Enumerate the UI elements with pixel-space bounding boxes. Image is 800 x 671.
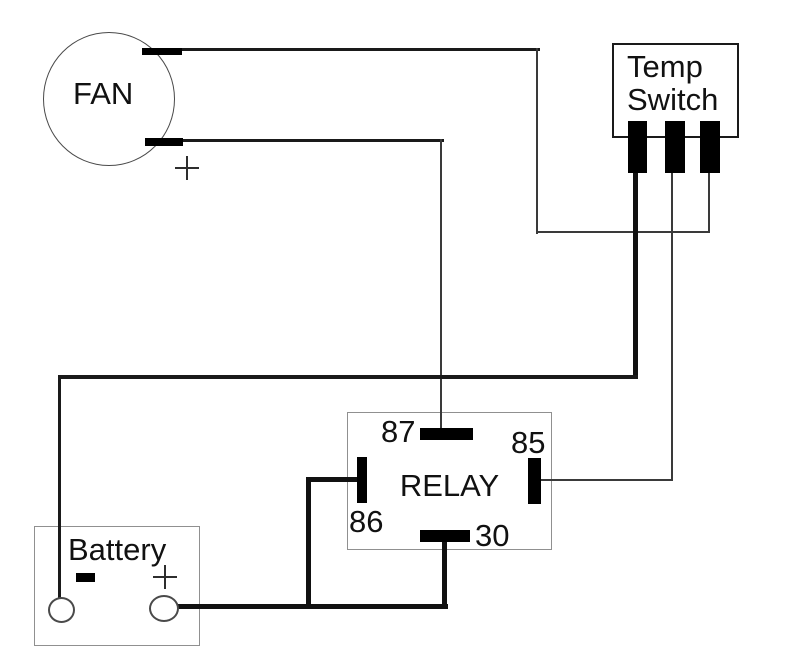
wire-tempswitch-right-drop [708,171,710,233]
temp-switch-label-line2: Switch [627,82,719,118]
relay-terminal-87 [420,428,473,440]
relay-label: RELAY [399,468,500,503]
relay-terminal-85 [528,458,541,504]
wire-fan-negative-vertical [536,48,538,234]
wire-relay86-horizontal [306,477,360,482]
battery-positive-post [149,595,179,622]
relay-terminal-85-label: 85 [511,425,546,460]
wire-relay86-vertical [306,477,311,609]
wire-tempswitch-middle-drop [671,171,673,481]
plus-icon [186,156,188,180]
wire-tempswitch-left-drop [633,171,638,379]
wire-ground-vertical [58,375,61,600]
wire-fan-negative-lower-horizontal [536,231,710,233]
battery-negative-symbol [76,573,95,582]
relay-terminal-30 [420,530,470,542]
temp-switch-terminal-middle [665,121,685,173]
wire-relay85-horizontal [539,479,673,481]
wire-fan-positive-vertical [440,139,442,429]
fan-terminal-negative [142,48,182,55]
battery-positive-symbol [152,564,178,590]
relay-terminal-86-label: 86 [349,504,384,539]
plus-icon [164,565,166,589]
wire-fan-positive-horizontal [182,139,444,142]
battery-negative-post [48,597,75,623]
battery-label: Battery [68,532,167,567]
temp-switch-label-line1: Temp [627,49,703,84]
battery-box [34,526,200,646]
wire-fan-negative-horizontal [180,48,540,51]
fan-positive-symbol [174,155,200,181]
fan-label: FAN [73,76,134,111]
fan-terminal-positive [145,138,183,146]
relay-terminal-86 [357,457,367,503]
wire-ground-horizontal [58,375,638,379]
temp-switch-terminal-right [700,121,720,173]
relay-terminal-30-label: 30 [475,518,510,553]
wire-relay30-vertical [442,540,447,609]
relay-terminal-87-label: 87 [381,414,416,449]
temp-switch-terminal-left [628,121,647,173]
